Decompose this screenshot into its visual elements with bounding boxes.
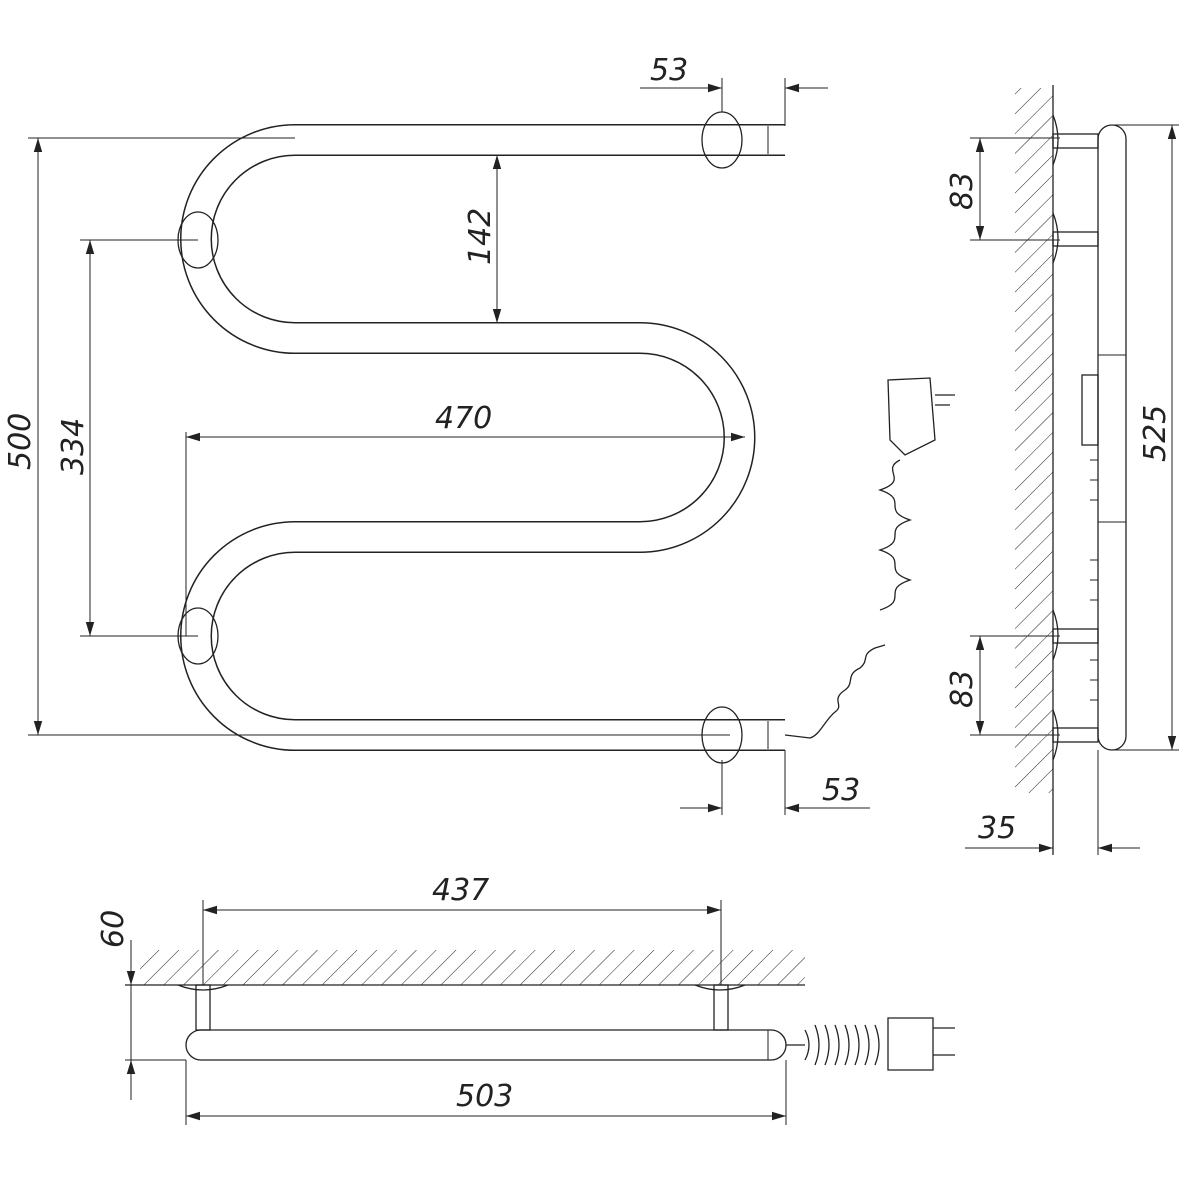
wall-hatch-top <box>140 950 805 985</box>
coiled-cable <box>784 644 886 739</box>
rail-side <box>1097 124 1127 751</box>
top-view: 437 60 503 <box>96 873 955 1125</box>
dim-total-height: 500 <box>3 413 38 470</box>
side-view: 83 83 525 35 <box>945 85 1179 855</box>
plug <box>887 377 955 456</box>
wall-hatch <box>1015 88 1053 793</box>
dim-bend-gap: 142 <box>463 208 498 265</box>
dim-overall-height: 525 <box>1138 405 1173 462</box>
dim-bottom-bracket: 83 <box>945 670 980 708</box>
dim-bottom-offset: 53 <box>822 773 860 808</box>
dim-top-offset: 53 <box>650 53 688 88</box>
dim-overall-length: 503 <box>456 1079 513 1114</box>
dim-mount-distance: 437 <box>432 873 489 908</box>
dim-depth: 35 <box>978 811 1016 846</box>
front-view: 53 142 500 334 470 53 <box>3 53 955 815</box>
dim-mount-spacing: 334 <box>56 418 91 475</box>
dim-wall-distance: 60 <box>96 910 131 948</box>
plug-top <box>786 1017 955 1071</box>
dim-width: 470 <box>435 401 492 436</box>
brackets <box>1052 114 1099 761</box>
rail-top <box>185 1029 787 1061</box>
dim-top-bracket: 83 <box>945 172 980 210</box>
